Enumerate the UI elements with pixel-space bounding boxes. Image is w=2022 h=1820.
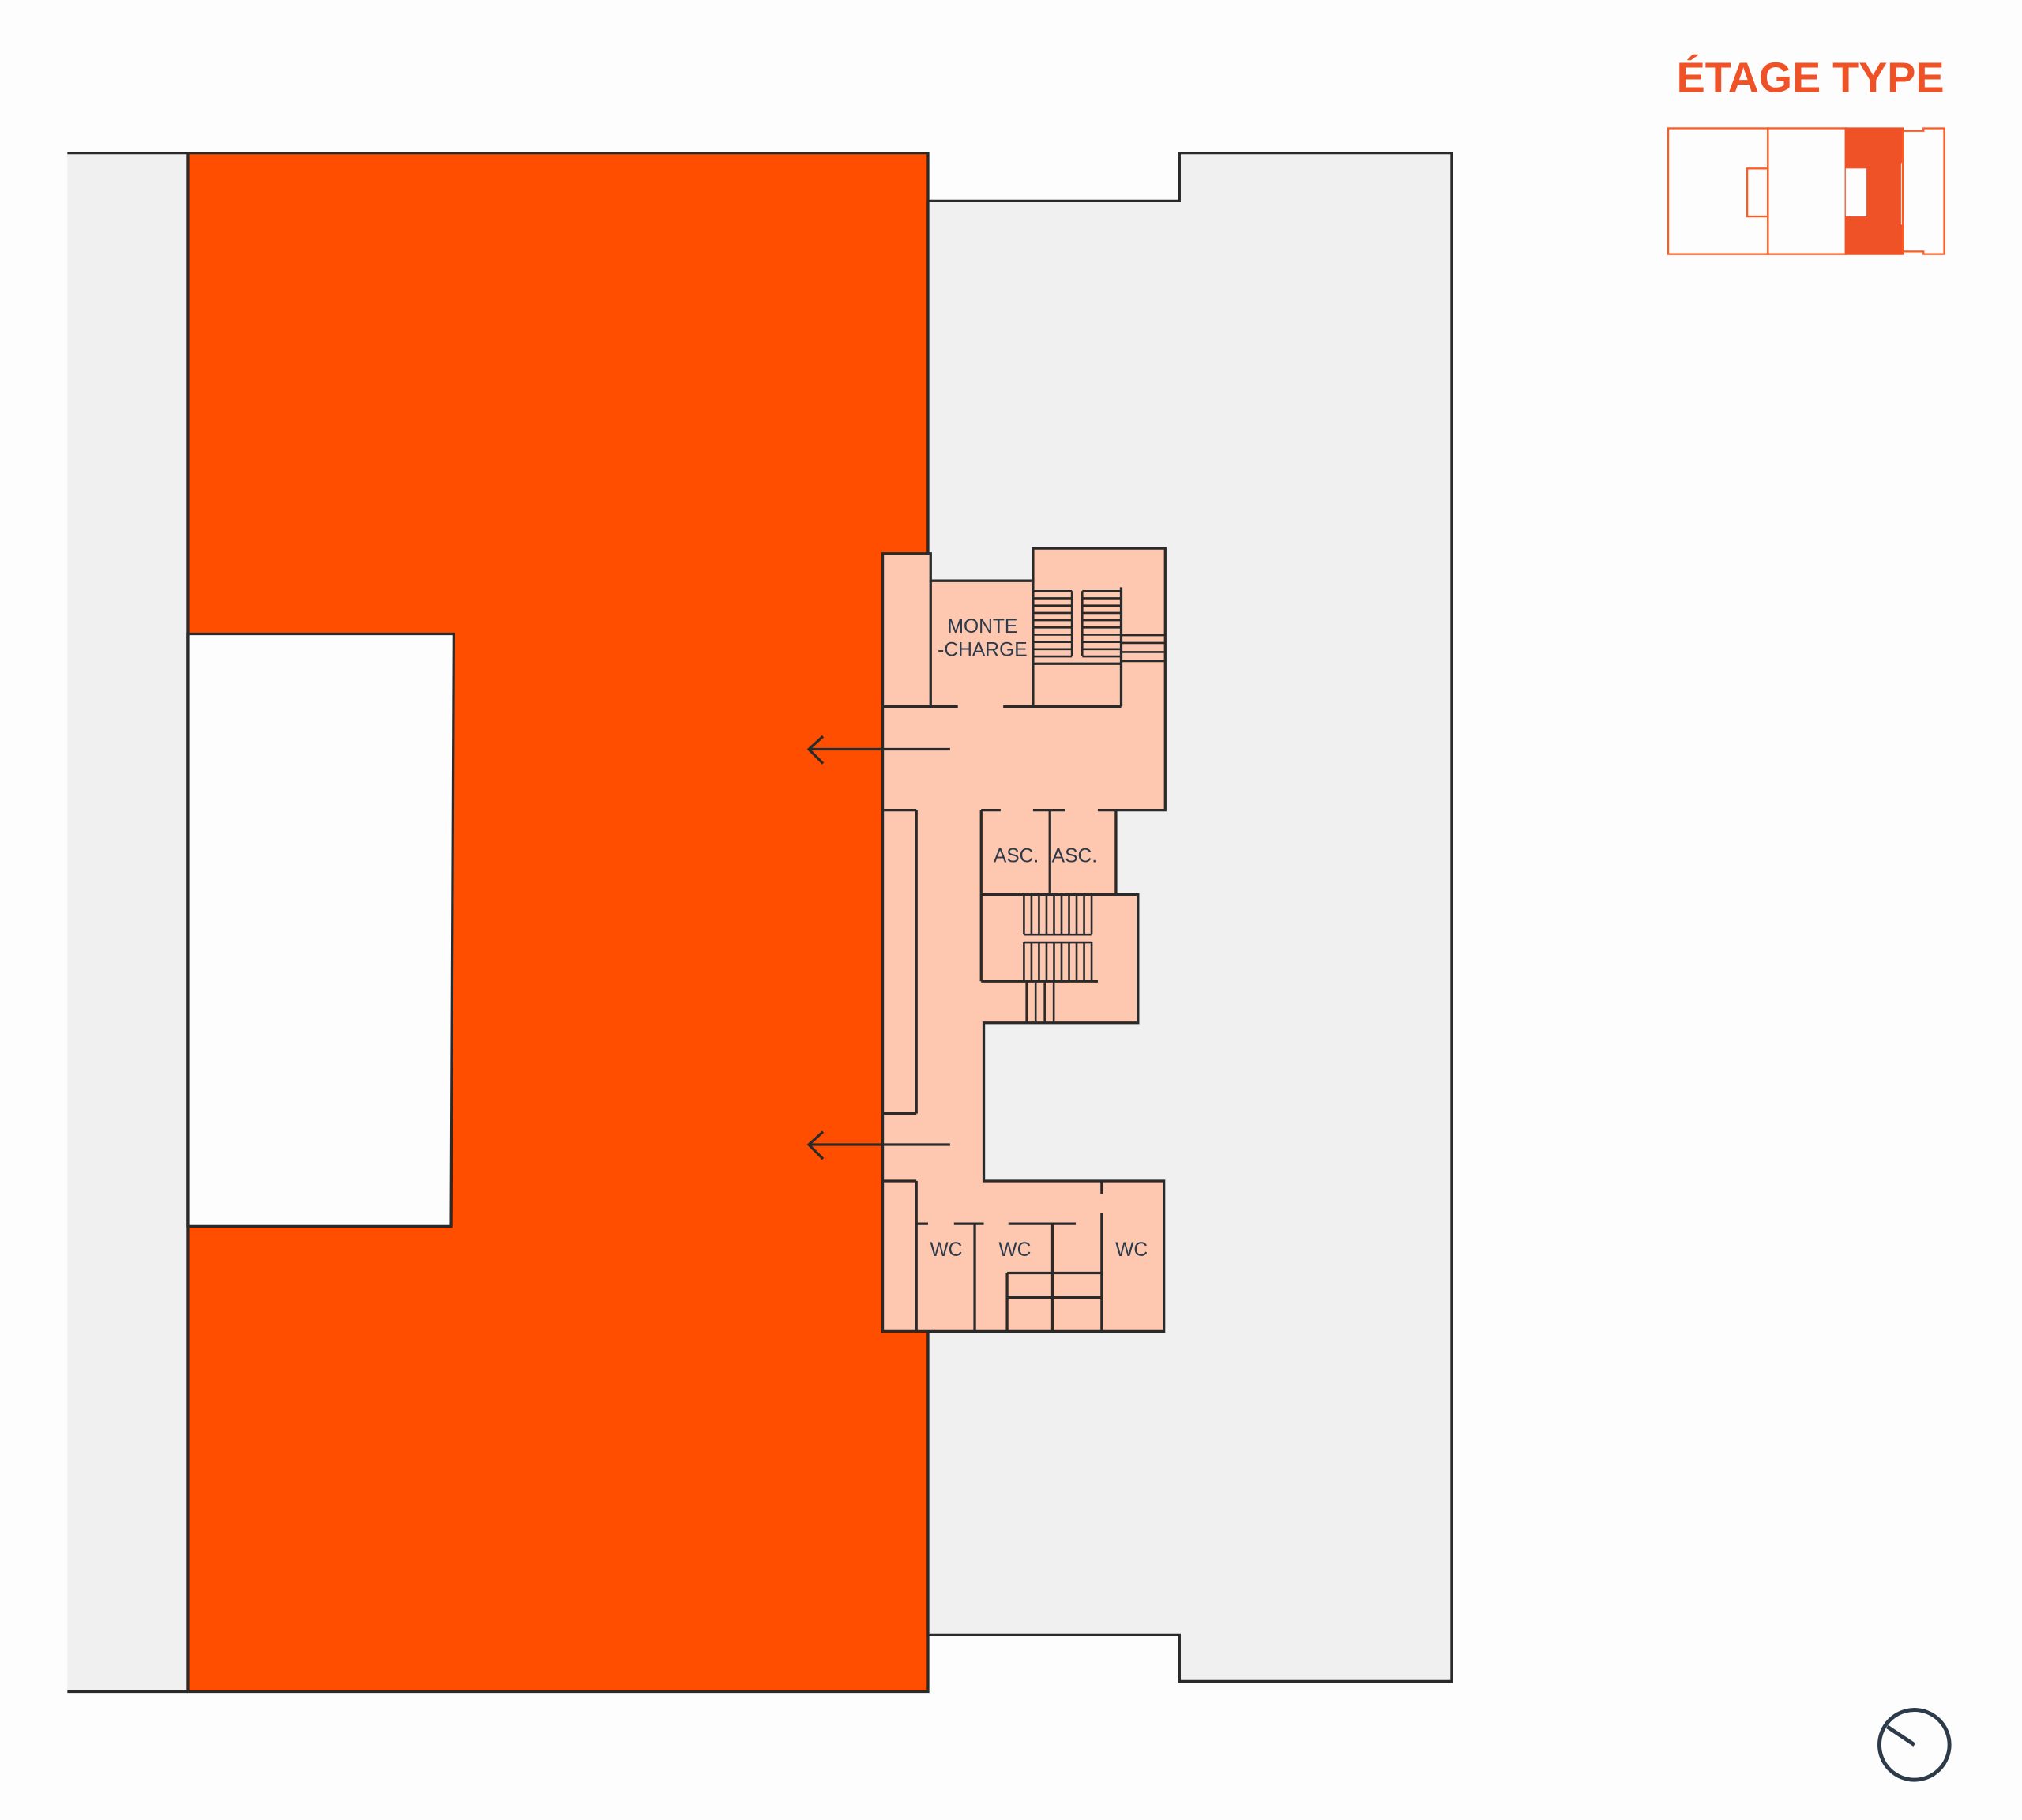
room-label-elevator: ASC. [1052, 845, 1097, 867]
room-label-wc: WC [1115, 1239, 1148, 1261]
core-walls [881, 581, 1138, 1332]
building-core [881, 547, 1167, 1333]
courtyard-void [186, 632, 456, 1228]
arrow-left-icon [806, 735, 950, 765]
lot-left-strip[interactable] [67, 152, 188, 1692]
room-label-elevator: ASC. [994, 845, 1039, 867]
room-label-wc: WC [930, 1239, 962, 1261]
key-plan-minimap [1667, 127, 1945, 255]
room-label-freight-elevator: MONTE [947, 616, 1017, 637]
page-title: ÉTAGE TYPE [1677, 55, 1945, 102]
staircases [1023, 589, 1166, 1023]
room-label-wc: WC [998, 1239, 1031, 1261]
room-label-freight-elevator: -CHARGE [938, 639, 1027, 660]
compass-icon [1877, 1708, 1952, 1782]
arrow-left-icon [806, 1130, 950, 1160]
